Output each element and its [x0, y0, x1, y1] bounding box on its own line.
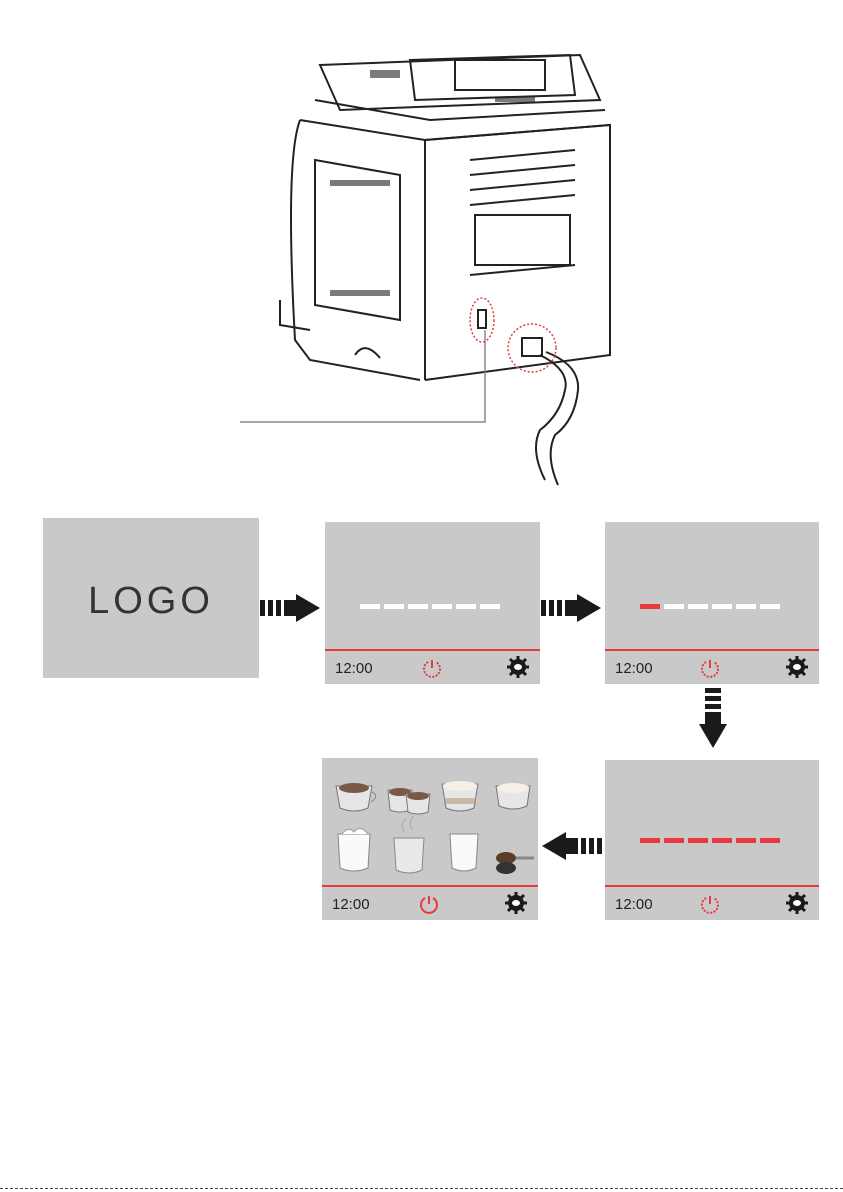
- flow-arrow: [260, 592, 322, 624]
- gear-cup-icon[interactable]: [504, 891, 528, 915]
- power-icon[interactable]: [421, 657, 443, 679]
- power-icon[interactable]: [418, 893, 440, 915]
- double-espresso-cup-icon[interactable]: [388, 788, 430, 814]
- flow-arrow: [697, 688, 729, 750]
- flow-arrow: [541, 592, 603, 624]
- coffee-machine-illustration: [240, 40, 640, 490]
- startup-screen-3: 12:00: [605, 760, 819, 920]
- espresso-cup-icon[interactable]: [336, 783, 376, 811]
- clock: 12:00: [615, 896, 653, 913]
- latte-cup-icon[interactable]: [496, 783, 530, 809]
- beverage-grid: [330, 772, 534, 882]
- status-bar: 12:00: [605, 885, 819, 920]
- status-bar: 12:00: [325, 649, 540, 684]
- gear-cup-icon[interactable]: [785, 891, 809, 915]
- startup-screen-1: 12:00: [325, 522, 540, 684]
- gear-cup-icon[interactable]: [785, 655, 809, 679]
- status-bar: 12:00: [605, 649, 819, 684]
- power-icon[interactable]: [699, 657, 721, 679]
- gear-cup-icon[interactable]: [506, 655, 530, 679]
- power-icon[interactable]: [699, 893, 721, 915]
- progress-indicator: [640, 604, 780, 609]
- cappuccino-cup-icon[interactable]: [442, 781, 478, 811]
- clock: 12:00: [332, 896, 370, 913]
- clock: 12:00: [335, 660, 373, 677]
- logo-text: LOGO: [43, 580, 259, 623]
- progress-indicator: [640, 838, 780, 843]
- milk-cup-icon[interactable]: [338, 828, 370, 871]
- hot-water-cup-icon[interactable]: [394, 816, 424, 873]
- flow-arrow: [540, 830, 602, 862]
- ground-coffee-scoop-icon[interactable]: [496, 852, 534, 874]
- milk-foam-cup-icon[interactable]: [450, 834, 478, 871]
- status-bar: 12:00: [322, 885, 538, 920]
- page-bottom-rule: [0, 1188, 843, 1189]
- progress-indicator: [360, 604, 500, 609]
- logo-screen: LOGO: [43, 518, 259, 678]
- beverage-menu-screen: 12:00: [322, 758, 538, 920]
- clock: 12:00: [615, 660, 653, 677]
- startup-screen-2: 12:00: [605, 522, 819, 684]
